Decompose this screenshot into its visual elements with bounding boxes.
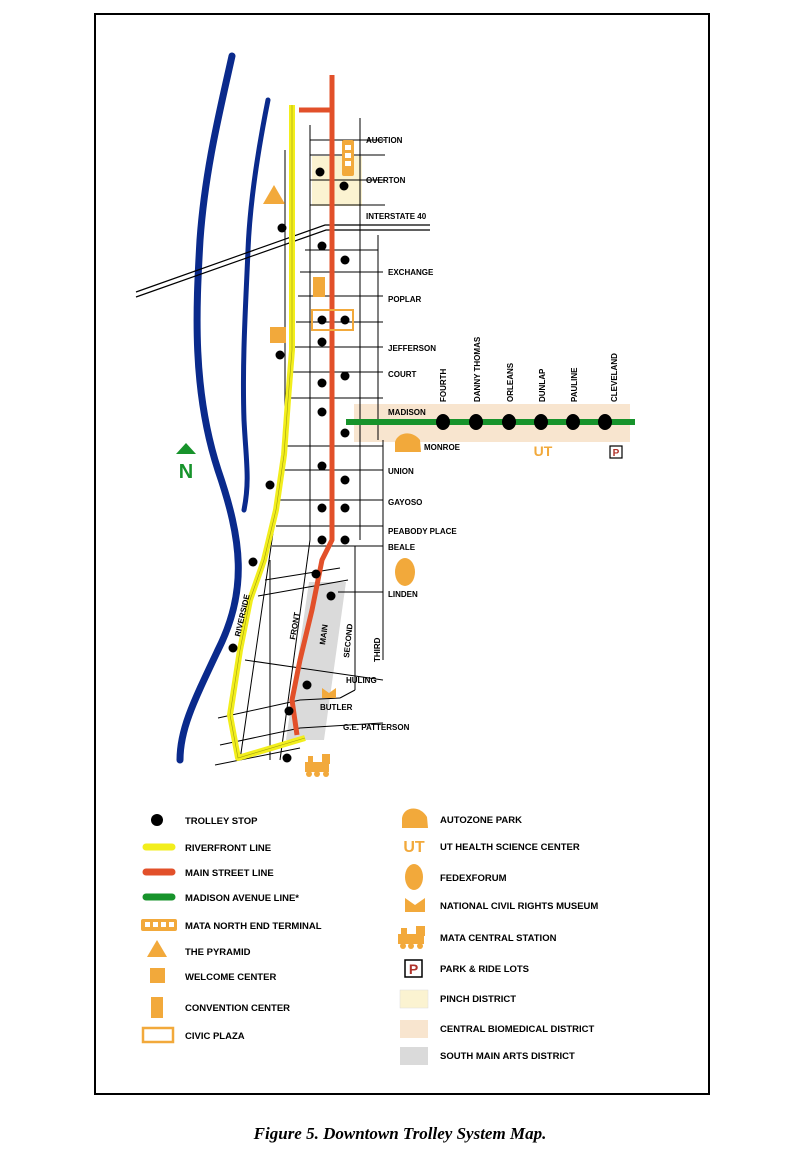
street-label-ge-patterson: G.E. PATTERSON (343, 723, 410, 732)
street-label-orleans: ORLEANS (506, 362, 515, 402)
parking-icon: P (404, 959, 423, 978)
street-label-main: MAIN (318, 624, 330, 646)
legend-label: PARK & RIDE LOTS (440, 964, 529, 975)
welcome-center-icon (150, 968, 165, 983)
river-west (176, 52, 242, 764)
civil-rights-museum-icon (322, 688, 336, 698)
legend-left: TROLLEY STOP RIVERFRONT LINE MAIN STREET… (141, 814, 322, 1044)
legend-label: CONVENTION CENTER (185, 1003, 290, 1014)
legend-label: MADISON AVENUE LINE* (185, 893, 299, 904)
street-label-third: THIRD (373, 637, 382, 662)
legend-label: MATA CENTRAL STATION (440, 933, 557, 944)
map-frame (94, 13, 710, 1095)
autozone-park-icon (395, 433, 421, 452)
street-grid (214, 118, 385, 766)
madison-stops (436, 414, 612, 430)
street-label-exchange: EXCHANGE (388, 268, 434, 277)
street-label-linden: LINDEN (388, 590, 418, 599)
street-label-court: COURT (388, 370, 417, 379)
main-street-line (289, 75, 335, 736)
street-label-pauline: PAULINE (570, 367, 579, 402)
convention-center-icon (151, 997, 163, 1018)
legend-label: AUTOZONE PARK (440, 815, 522, 826)
parking-icon: P (609, 445, 623, 459)
legend-label: SOUTH MAIN ARTS DISTRICT (440, 1051, 575, 1062)
street-label-danny-thomas: DANNY THOMAS (473, 336, 482, 402)
train-icon (305, 754, 330, 777)
river-east (240, 97, 271, 513)
convention-center-icon (313, 277, 325, 297)
pyramid-icon (147, 940, 167, 957)
civil-rights-museum-icon (405, 898, 425, 912)
legend-label: CIVIC PLAZA (185, 1031, 245, 1042)
street-labels: AUCTION OVERTON INTERSTATE 40 EXCHANGE P… (233, 136, 619, 732)
pinch-district-icon (399, 989, 429, 1009)
bus-terminal-icon (342, 140, 354, 176)
street-label-overton: OVERTON (366, 176, 406, 185)
legend-label: PINCH DISTRICT (440, 994, 516, 1005)
svg-text:P: P (409, 961, 418, 977)
street-label-huling: HULING (346, 676, 377, 685)
street-label-interstate40: INTERSTATE 40 (366, 212, 427, 221)
street-label-beale: BEALE (388, 543, 416, 552)
street-label-auction: AUCTION (366, 136, 403, 145)
legend-label: THE PYRAMID (185, 947, 251, 958)
north-arrow-icon: N (176, 443, 196, 483)
trolley-stops (228, 167, 350, 763)
legend-label: MAIN STREET LINE (185, 868, 274, 879)
fedexforum-icon (395, 558, 415, 586)
autozone-park-icon (402, 808, 428, 828)
ut-logo-icon: UT (403, 839, 425, 856)
street-label-union: UNION (388, 467, 414, 476)
legend-label: CENTRAL BIOMEDICAL DISTRICT (440, 1024, 594, 1035)
civic-plaza-icon (141, 1026, 175, 1044)
legend-label: TROLLEY STOP (185, 816, 258, 827)
street-label-monroe: MONROE (424, 443, 461, 452)
bus-terminal-icon (141, 919, 177, 931)
street-label-cleveland: CLEVELAND (610, 353, 619, 402)
street-label-dunlap: DUNLAP (538, 368, 547, 402)
welcome-center-icon (270, 327, 286, 343)
south-main-district-area (286, 582, 346, 740)
legend-right: AUTOZONE PARK UT UT HEALTH SCIENCE CENTE… (398, 808, 598, 1065)
svg-text:N: N (179, 461, 193, 483)
riverfront-line (227, 105, 306, 761)
street-label-fourth: FOURTH (439, 368, 448, 402)
street-label-poplar: POPLAR (388, 295, 422, 304)
figure-caption: Figure 5. Downtown Trolley System Map. (253, 1124, 547, 1143)
south-main-district-icon (400, 1047, 428, 1065)
interstate-40-road (135, 224, 430, 298)
street-label-peabody: PEABODY PLACE (388, 527, 457, 536)
legend-label: FEDEXFORUM (440, 873, 507, 884)
street-label-gayoso: GAYOSO (388, 498, 422, 507)
street-label-madison: MADISON (388, 408, 426, 417)
legend-label: UT HEALTH SCIENCE CENTER (440, 842, 580, 853)
trolley-stop-icon (151, 814, 163, 826)
legend-label: MATA NORTH END TERMINAL (185, 921, 322, 932)
svg-text:P: P (613, 448, 620, 459)
pyramid-icon (263, 185, 285, 204)
ut-logo-icon: UT (534, 443, 553, 459)
legend-label: RIVERFRONT LINE (185, 843, 271, 854)
train-icon (398, 926, 425, 949)
street-label-jefferson: JEFFERSON (388, 344, 436, 353)
street-label-front: FRONT (288, 612, 302, 641)
legend-label: WELCOME CENTER (185, 972, 276, 983)
street-label-second: SECOND (342, 623, 355, 658)
fedexforum-icon (405, 864, 423, 890)
street-label-butler: BUTLER (320, 703, 353, 712)
pinch-district-area (312, 156, 362, 206)
legend-label: NATIONAL CIVIL RIGHTS MUSEUM (440, 901, 598, 912)
biomedical-district-icon (400, 1020, 428, 1038)
civic-plaza-icon (311, 309, 354, 331)
